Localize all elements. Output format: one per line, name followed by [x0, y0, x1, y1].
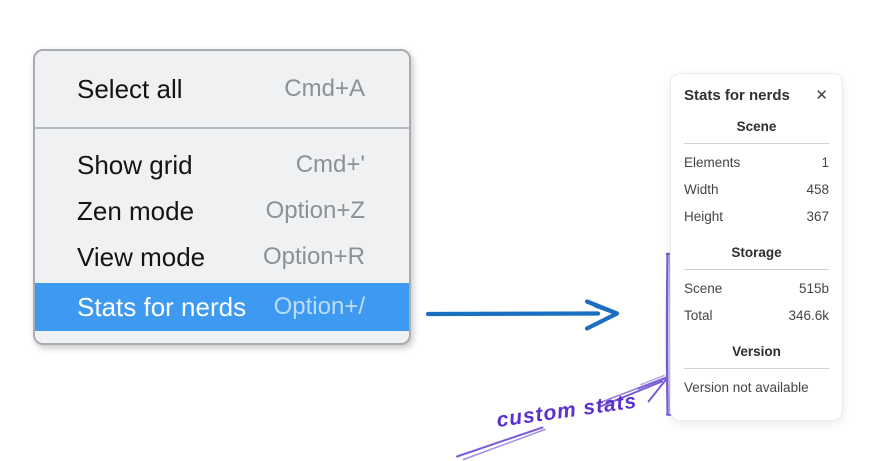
section-header: Version: [732, 344, 781, 359]
menu-item-label: Select all: [77, 73, 183, 104]
menu-item-label: Zen mode: [77, 195, 195, 226]
stat-row: Total 346.6k: [684, 302, 829, 329]
annotation-custom-stats: custom stats: [495, 387, 657, 433]
stat-value: 1: [821, 155, 829, 170]
section-scene: Scene Elements 1 Width 458 Height 367: [684, 119, 829, 230]
menu-item-shortcut: Cmd+': [295, 151, 365, 178]
menu-item-select-all[interactable]: Select all Cmd+A: [35, 51, 409, 127]
section-divider: [684, 143, 829, 144]
section-divider: [684, 269, 829, 270]
menu-item-label: Stats for nerds: [77, 291, 247, 322]
stat-label: Elements: [684, 155, 741, 170]
menu-item-label: View mode: [77, 241, 206, 272]
menu-item-label: Show grid: [77, 149, 193, 180]
menu-item-shortcut: Option+Z: [265, 197, 365, 224]
menu-divider: [35, 127, 409, 129]
stat-value: 367: [806, 209, 829, 224]
menu-item-stats-for-nerds[interactable]: Stats for nerds Option+/: [35, 283, 409, 331]
stat-row: Elements 1: [684, 149, 829, 176]
stat-value: 515b: [798, 281, 829, 296]
menu-item-shortcut: Option+/: [273, 293, 365, 320]
stat-label: Total: [684, 308, 713, 323]
menu-item-shortcut: Option+R: [262, 243, 365, 270]
stats-panel-title: Stats for nerds: [684, 87, 790, 104]
menu-item-shortcut: Cmd+A: [284, 75, 365, 102]
stat-row: Height 367: [684, 203, 829, 230]
section-storage: Storage Scene 515b Total 346.6k: [684, 245, 829, 329]
version-note: Version not available: [684, 380, 809, 395]
close-icon[interactable]: ✕: [815, 87, 828, 104]
context-menu: Select all Cmd+A Show grid Cmd+' Zen mod…: [33, 49, 411, 345]
section-version: Version Version not available: [684, 344, 829, 401]
stat-label: Height: [684, 209, 724, 224]
stats-panel-header: Stats for nerds ✕: [684, 87, 829, 104]
stat-value: 346.6k: [788, 308, 829, 323]
stat-label: Scene: [684, 281, 723, 296]
stat-value: 458: [806, 182, 829, 197]
stat-row: Scene 515b: [684, 275, 829, 302]
stats-panel: Stats for nerds ✕ Scene Elements 1 Width…: [670, 73, 843, 421]
section-header: Scene: [736, 119, 777, 134]
menu-item-show-grid[interactable]: Show grid Cmd+': [35, 142, 409, 188]
section-divider: [684, 368, 829, 369]
stat-label: Width: [684, 182, 719, 197]
menu-group: Show grid Cmd+' Zen mode Option+Z View m…: [35, 129, 409, 331]
menu-item-view-mode[interactable]: View mode Option+R: [35, 234, 409, 280]
menu-to-panel-arrow: [425, 299, 620, 331]
section-header: Storage: [731, 245, 782, 260]
menu-item-zen-mode[interactable]: Zen mode Option+Z: [35, 188, 409, 234]
annotation-label: custom stats: [495, 389, 639, 433]
stat-row: Width 458: [684, 176, 829, 203]
